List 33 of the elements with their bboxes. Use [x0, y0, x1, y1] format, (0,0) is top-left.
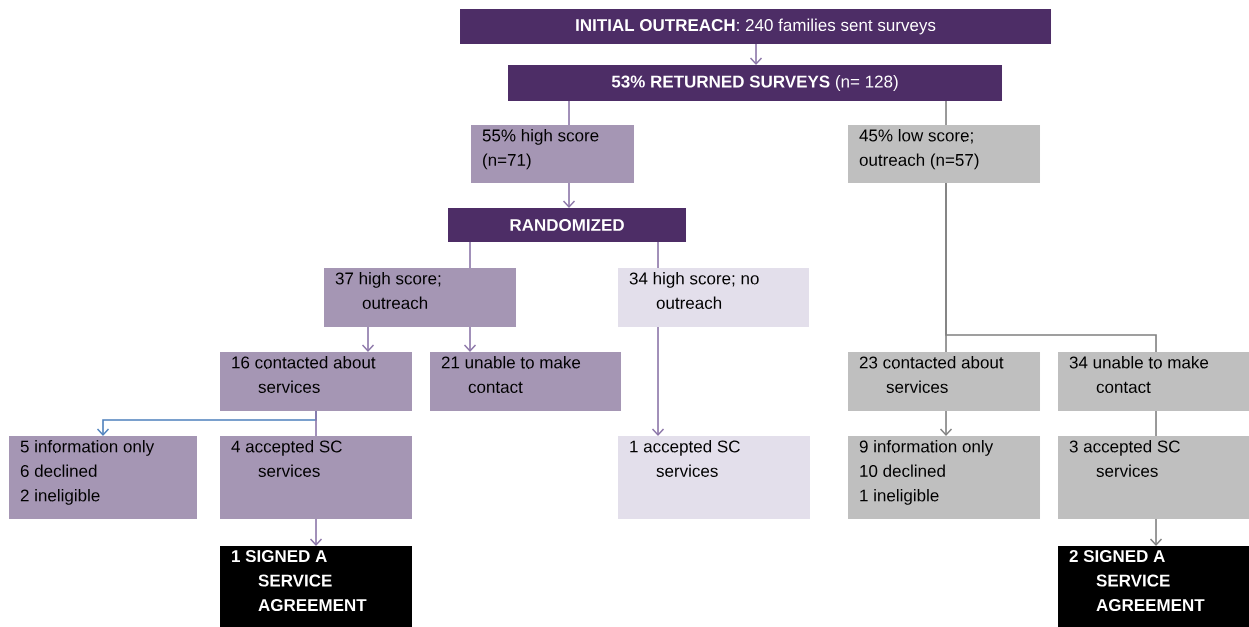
connector-line: [945, 100, 947, 126]
outcome-box: 3 accepted SC services: [1058, 436, 1249, 519]
process-box: 23 contacted about services: [848, 352, 1040, 411]
process-box: 34 unable to make contact: [1058, 352, 1249, 411]
connector-line: [315, 410, 317, 437]
summary-bar: 53% RETURNED SURVEYS (n= 128): [508, 65, 1002, 101]
connector-line: [945, 182, 1157, 353]
arrow: [562, 182, 576, 208]
result-box: 2 SIGNED A SERVICE AGREEMENT: [1058, 546, 1249, 627]
process-box: 37 high score; outreach: [324, 268, 516, 327]
connector-line: [469, 241, 471, 269]
outcome-box: 1 accepted SC services: [618, 436, 810, 519]
arrow: [463, 326, 477, 352]
process-box: 45% low score; outreach (n=57): [848, 125, 1040, 183]
connector-line: [568, 100, 570, 126]
connector-line: [657, 241, 659, 269]
outcome-box: 9 information only 10 declined 1 ineligible: [848, 436, 1040, 519]
outcome-box: 4 accepted SC services: [220, 436, 412, 519]
connector-line: [1155, 410, 1157, 437]
outcome-box: 5 information only 6 declined 2 ineligible: [9, 436, 197, 519]
process-box: 21 unable to make contact: [430, 352, 621, 411]
arrow: [1149, 518, 1163, 546]
randomized-bar: RANDOMIZED: [448, 208, 686, 242]
arrow: [651, 326, 665, 436]
result-box: 1 SIGNED A SERVICE AGREEMENT: [220, 546, 412, 627]
arrow: [939, 410, 953, 436]
title-bar: INITIAL OUTREACH: 240 families sent surveys: [460, 9, 1051, 44]
arrow: [309, 518, 323, 546]
arrow: [749, 43, 763, 65]
process-box: 16 contacted about services: [220, 352, 412, 411]
arrow: [361, 326, 375, 352]
process-box: 55% high score (n=71): [471, 125, 634, 183]
process-box: 34 high score; no outreach: [618, 268, 809, 327]
